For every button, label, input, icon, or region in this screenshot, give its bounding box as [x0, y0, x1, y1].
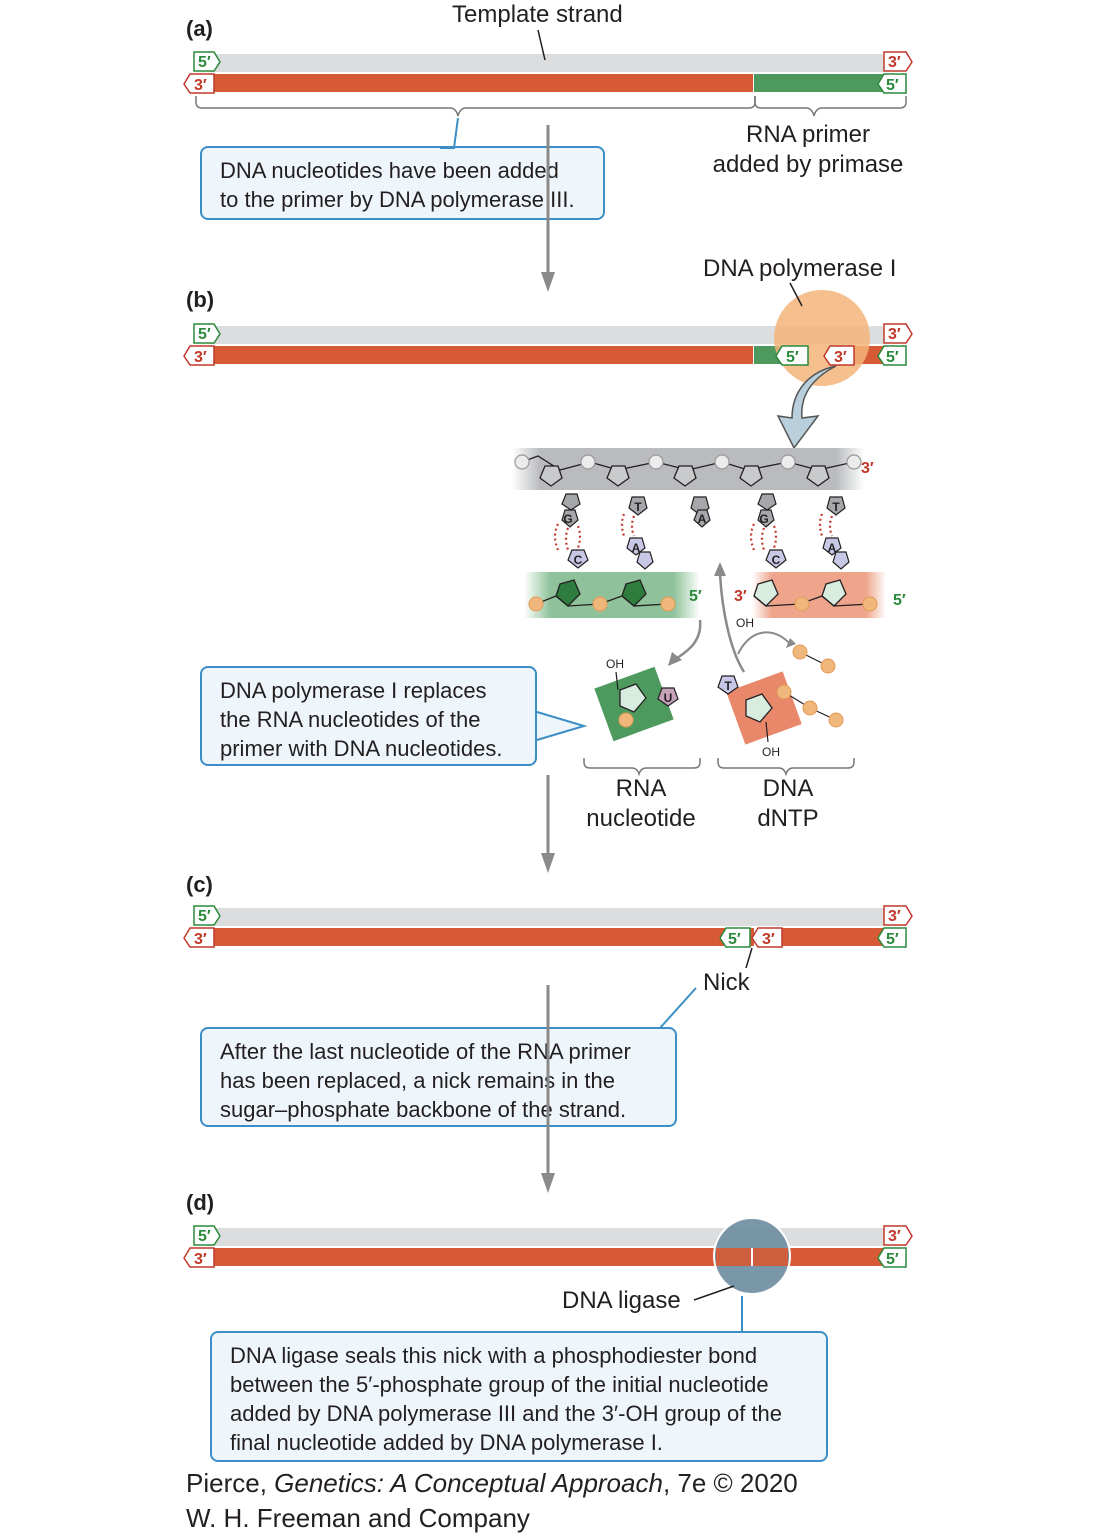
a-5prime-right: 5′ [886, 77, 899, 94]
base-c-1: C [574, 553, 583, 567]
c-5prime-left: 5′ [198, 908, 211, 925]
credit-line-1: Pierce, Genetics: A Conceptual Approach,… [186, 1466, 798, 1501]
dna-dntp-label: DNA dNTP [757, 775, 819, 832]
a-3prime-left: 3′ [194, 77, 207, 94]
zoom-3prime-top: 3′ [861, 460, 874, 477]
end-tags: 5′ 3′ 3′ 5′ 5′ 3′ 3′ 5′ 5′ 3′ 5′ [183, 51, 913, 1268]
base-g-2: G [759, 512, 768, 526]
zoom-3prime-red: 3′ [734, 588, 747, 605]
credit-title: Genetics: A Conceptual Approach [274, 1468, 663, 1498]
base-t-2: T [832, 500, 840, 514]
base-a-2: A [632, 541, 641, 555]
base-a-1: A [698, 512, 707, 526]
b-3prime-left: 3′ [194, 349, 207, 366]
c-3prime-left: 3′ [194, 931, 207, 948]
base-a-3: A [828, 541, 837, 555]
d-5prime-right: 5′ [886, 1251, 899, 1268]
b-5prime-gap: 5′ [786, 349, 799, 366]
panel-a-label: (a) [186, 16, 213, 41]
b-5prime-left: 5′ [198, 326, 211, 343]
a-3prime-right: 3′ [888, 54, 901, 71]
panel-b-strands [208, 282, 884, 450]
d-3prime-left: 3′ [194, 1251, 207, 1268]
c-5prime-right: 5′ [886, 931, 899, 948]
zoom-5prime-right: 5′ [893, 592, 906, 609]
d-5prime-left: 5′ [198, 1228, 211, 1245]
oh-label-dntp: OH [762, 745, 780, 759]
c-5prime-nick: 5′ [728, 931, 741, 948]
c-3prime-right: 3′ [888, 908, 901, 925]
c-3prime-nick: 3′ [762, 931, 775, 948]
b-3prime-gap: 3′ [834, 349, 847, 366]
panel-c-label: (c) [186, 872, 213, 897]
base-t-1: T [634, 500, 642, 514]
panel-c-strands [208, 908, 884, 1029]
panel-b-label: (b) [186, 287, 215, 312]
nick-label: Nick [703, 969, 750, 996]
rna-nucleotide-label: RNA nucleotide [586, 775, 696, 832]
b-5prime-right: 5′ [886, 349, 899, 366]
panel-d-label: (d) [186, 1190, 215, 1215]
free-nucleotides: OH U T OH [536, 562, 855, 777]
base-g-1: G [563, 512, 572, 526]
credit-prefix: Pierce, [186, 1468, 275, 1498]
panel-a-strands [195, 29, 907, 149]
d-3prime-right: 3′ [888, 1228, 901, 1245]
zoom-detail: G T A G T C A C A [512, 448, 906, 630]
a-5prime-left: 5′ [198, 54, 211, 71]
base-u: U [664, 691, 673, 705]
oh-label-rna: OH [606, 657, 624, 671]
dna-ligase-label: DNA ligase [562, 1287, 681, 1314]
credit-line-2: W. H. Freeman and Company [186, 1503, 530, 1533]
callout-d: DNA ligase seals this nick with a phosph… [210, 1331, 828, 1462]
callout-c: After the last nucleotide of the RNA pri… [200, 1027, 677, 1127]
dna-polymerase-i-label: DNA polymerase I [703, 255, 897, 282]
flow-arrows [541, 125, 555, 1193]
base-c-2: C [772, 553, 781, 567]
rna-primer-label: RNA primer added by primase [712, 121, 904, 178]
panel-d-strands [208, 1217, 884, 1331]
template-strand-label: Template strand [452, 1, 623, 28]
base-t-free: T [724, 679, 732, 693]
oh-label-1: OH [736, 616, 754, 630]
b-3prime-right: 3′ [888, 326, 901, 343]
credit-suffix: , 7e © 2020 [662, 1468, 798, 1498]
zoom-5prime-green: 5′ [689, 588, 702, 605]
callout-b: DNA polymerase I replaces the RNA nucleo… [200, 666, 537, 766]
